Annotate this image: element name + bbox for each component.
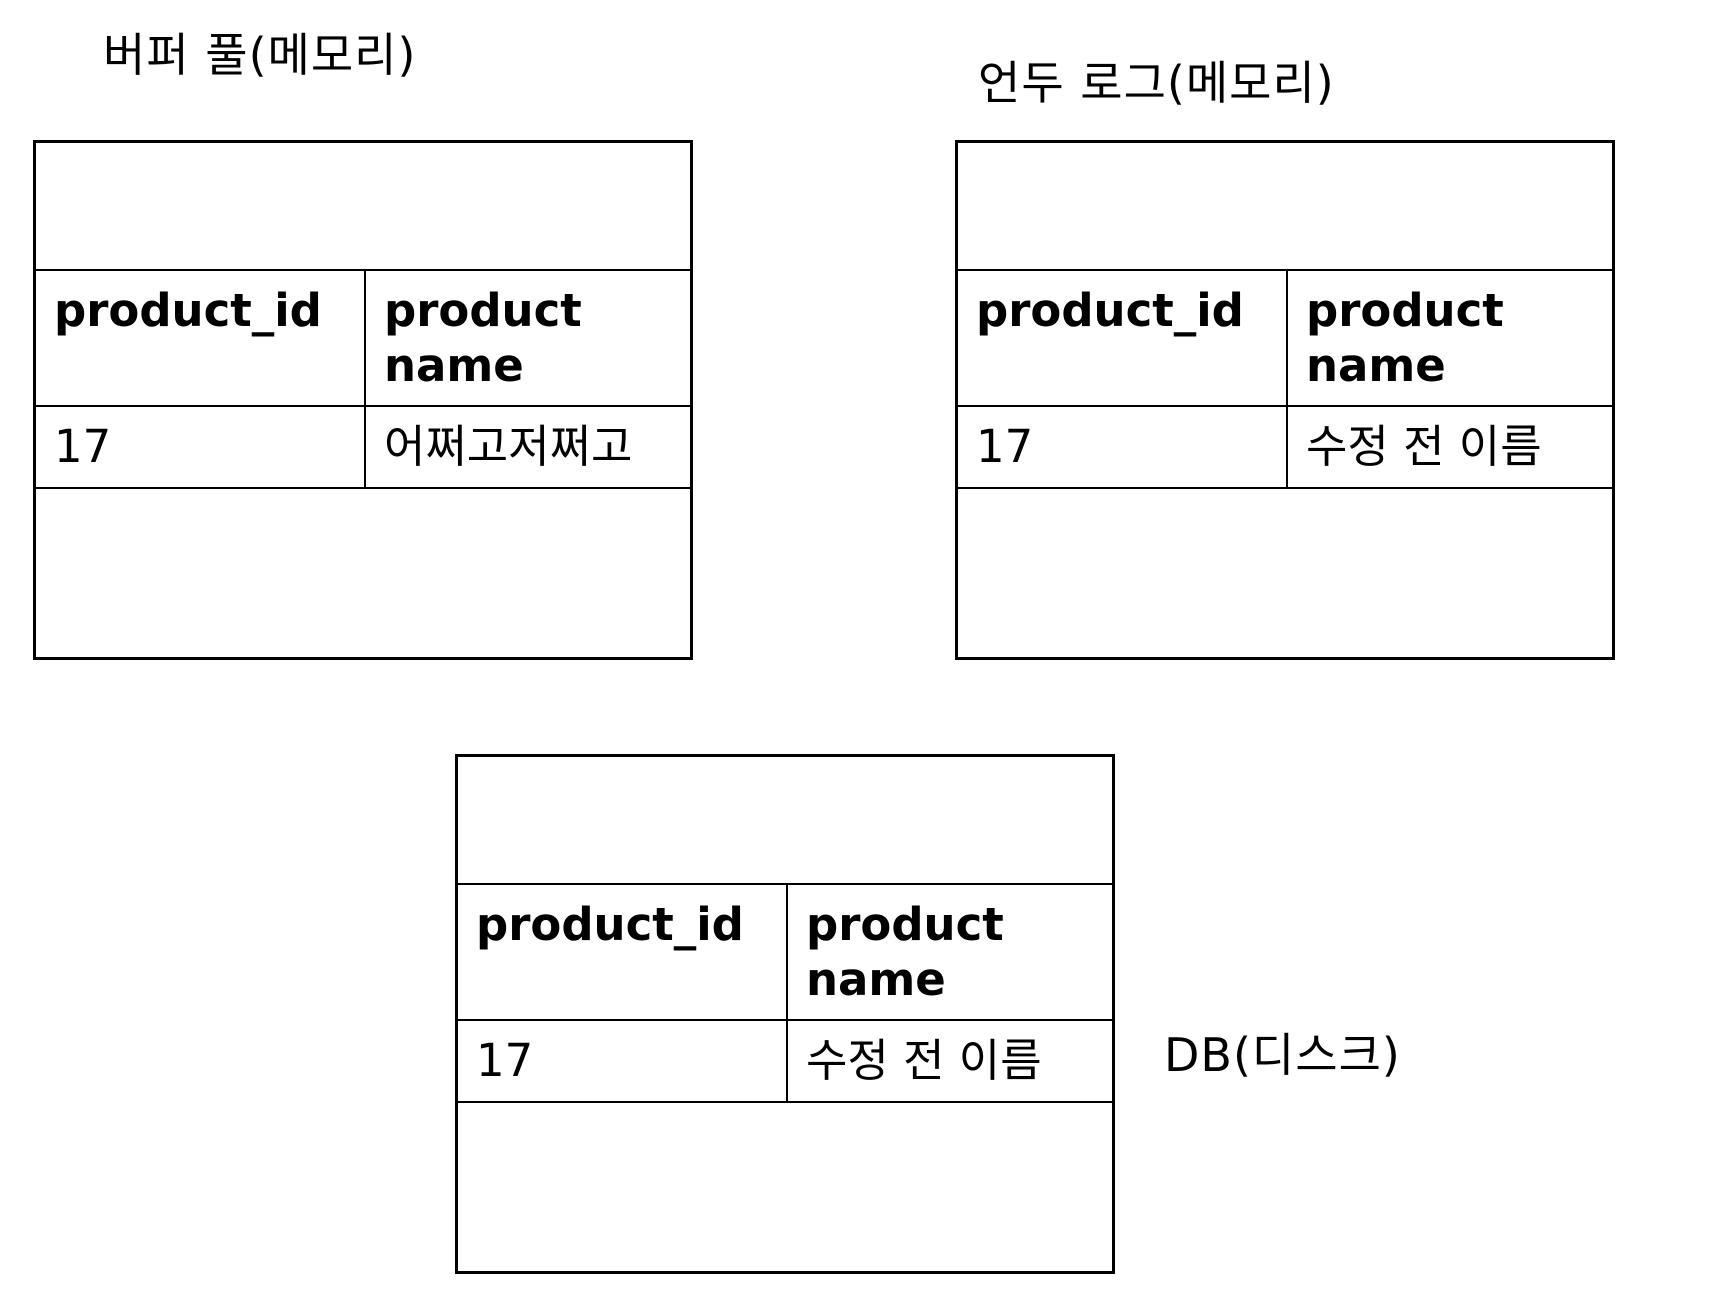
buffer-pool-caption: 버퍼 풀(메모리) xyxy=(103,28,417,82)
undo-log-box: product_id product name 17 수정 전 이름 xyxy=(955,140,1615,660)
cell-product-id: 17 xyxy=(958,405,1287,489)
db-table: product_id product name 17 수정 전 이름 xyxy=(458,883,1112,1103)
header-product-id: product_id xyxy=(958,269,1287,407)
cell-product-id: 17 xyxy=(458,1019,787,1103)
buffer-pool-box: product_id product name 17 어쩌고저쩌고 xyxy=(33,140,693,660)
cell-product-name: 수정 전 이름 xyxy=(786,1019,1112,1103)
header-product-name: product name xyxy=(1286,269,1612,407)
cell-product-id: 17 xyxy=(36,405,365,489)
cell-product-name: 수정 전 이름 xyxy=(1286,405,1612,489)
buffer-pool-table: product_id product name 17 어쩌고저쩌고 xyxy=(36,269,690,489)
db-caption: DB(디스크) xyxy=(1164,1028,1401,1082)
table-row: 17 수정 전 이름 xyxy=(958,405,1612,489)
table-header-row: product_id product name xyxy=(958,269,1612,407)
table-row: 17 어쩌고저쩌고 xyxy=(36,405,690,489)
db-box: product_id product name 17 수정 전 이름 xyxy=(455,754,1115,1274)
table-header-row: product_id product name xyxy=(458,883,1112,1021)
header-product-name: product name xyxy=(786,883,1112,1021)
table-header-row: product_id product name xyxy=(36,269,690,407)
header-product-id: product_id xyxy=(458,883,787,1021)
header-product-id: product_id xyxy=(36,269,365,407)
table-row: 17 수정 전 이름 xyxy=(458,1019,1112,1103)
undo-log-table: product_id product name 17 수정 전 이름 xyxy=(958,269,1612,489)
undo-log-caption: 언두 로그(메모리) xyxy=(978,56,1335,110)
cell-product-name: 어쩌고저쩌고 xyxy=(364,405,690,489)
header-product-name: product name xyxy=(364,269,690,407)
